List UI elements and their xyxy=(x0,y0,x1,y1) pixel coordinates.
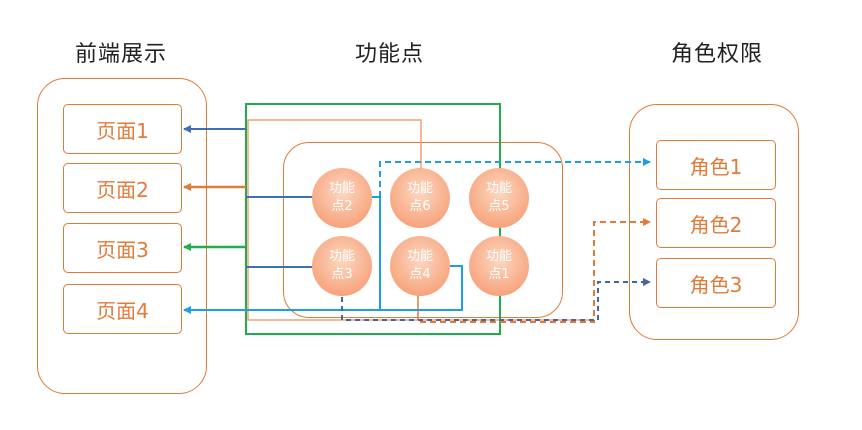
node-label-line2: 点6 xyxy=(409,199,431,214)
page-box-2: 页面2 xyxy=(63,163,182,213)
feature-inner-panel xyxy=(283,142,563,318)
darkblue-dashed-role3 xyxy=(341,278,651,321)
page-box-4: 页面4 xyxy=(63,284,182,334)
feature-node-1: 功能 点1 xyxy=(469,236,529,296)
role-box-2: 角色2 xyxy=(656,198,776,248)
node-label-line1: 功能 xyxy=(328,181,355,196)
node-label-line2: 点5 xyxy=(488,199,510,214)
feature-node-6: 功能 点6 xyxy=(390,168,450,228)
node-label-line2: 点4 xyxy=(409,267,431,282)
node-label-line2: 点3 xyxy=(331,267,353,282)
node-label-line1: 功能 xyxy=(328,249,355,264)
frontend-heading: 前端展示 xyxy=(75,42,168,67)
node-label-line1: 功能 xyxy=(406,249,433,264)
page-box-1: 页面1 xyxy=(63,104,182,154)
feature-node-3: 功能 点3 xyxy=(312,236,372,296)
frontend-panel xyxy=(37,78,207,394)
feature-node-4: 功能 点4 xyxy=(390,236,450,296)
roles-heading: 角色权限 xyxy=(671,42,764,67)
feature-node-2: 功能 点2 xyxy=(312,168,372,228)
cyan-link-node2-node4 xyxy=(183,196,381,314)
orange-dashed-role2 xyxy=(420,218,651,323)
features-heading: 功能点 xyxy=(355,42,425,67)
node-label-line1: 功能 xyxy=(485,249,512,264)
roles-panel xyxy=(629,104,799,340)
feature-node-5: 功能 点5 xyxy=(469,168,529,228)
node-label-line1: 功能 xyxy=(406,181,433,196)
node-label-line2: 点2 xyxy=(331,199,353,214)
page-box-3: 页面3 xyxy=(63,223,182,273)
node-label-line1: 功能 xyxy=(485,181,512,196)
role-box-3: 角色3 xyxy=(656,258,776,308)
orange-link-node6 xyxy=(247,119,590,321)
node-label-line2: 点1 xyxy=(488,267,510,282)
role-box-1: 角色1 xyxy=(656,140,776,190)
cyan-dashed-role1 xyxy=(379,158,651,197)
cyan-link-node4 xyxy=(380,265,463,311)
